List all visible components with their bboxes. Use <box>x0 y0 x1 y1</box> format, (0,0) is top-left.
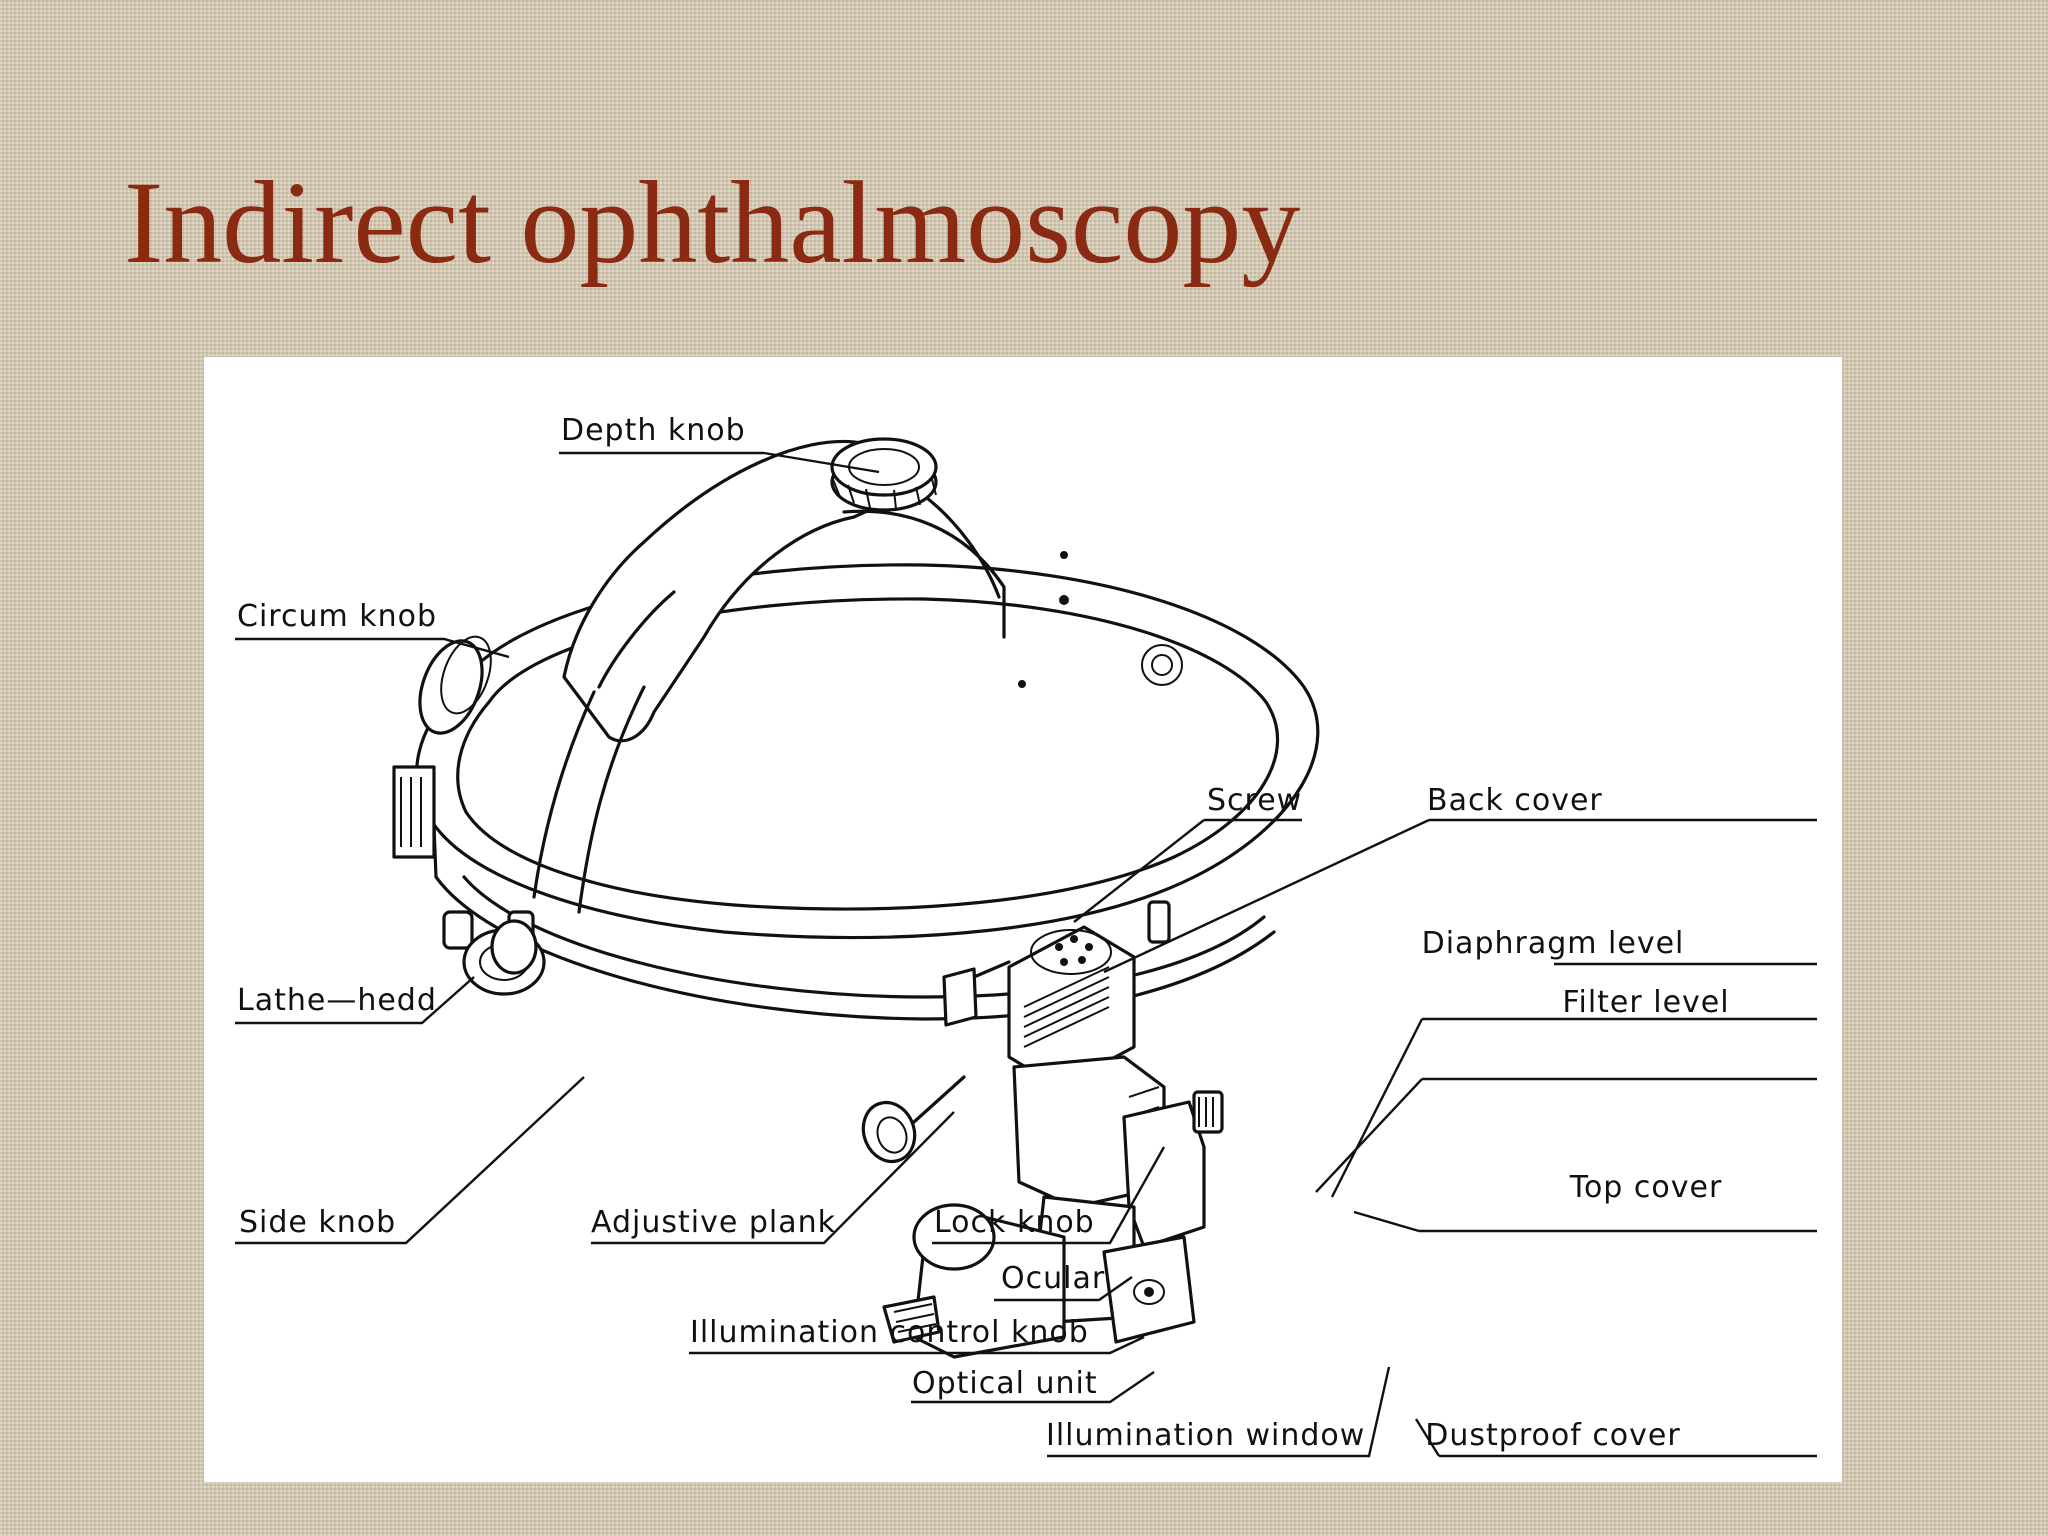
label-lathe-hedd: Lathe—hedd <box>237 983 437 1018</box>
label-filter-level: Filter level <box>1562 985 1729 1020</box>
slide-title: Indirect ophthalmoscopy <box>124 157 1301 288</box>
headset-drawing <box>392 437 1320 1359</box>
label-top-cover: Top cover <box>1569 1170 1723 1205</box>
label-screw: Screw <box>1207 783 1302 818</box>
label-illumination-control-knob: Illumination control knob <box>690 1315 1089 1350</box>
label-adjustive-plank: Adjustive plank <box>591 1205 836 1240</box>
label-back-cover: Back cover <box>1427 783 1603 818</box>
label-circum-knob: Circum knob <box>237 599 437 634</box>
diagram-panel: Depth knob Circum knob Lathe—hedd Side k… <box>204 357 1842 1482</box>
label-dustproof-cover: Dustproof cover <box>1425 1418 1680 1453</box>
label-ocular: Ocular <box>1001 1261 1105 1296</box>
headset-diagram: Depth knob Circum knob Lathe—hedd Side k… <box>235 413 1817 1458</box>
diagram-labels: Depth knob Circum knob Lathe—hedd Side k… <box>237 413 1729 1453</box>
label-side-knob: Side knob <box>239 1205 396 1240</box>
label-diaphragm-level: Diaphragm level <box>1422 926 1685 961</box>
label-illumination-window: Illumination window <box>1046 1418 1365 1453</box>
label-depth-knob: Depth knob <box>561 413 746 448</box>
leader-lines <box>235 451 1817 1458</box>
label-optical-unit: Optical unit <box>912 1366 1098 1401</box>
label-lock-knob: Lock knob <box>934 1205 1095 1240</box>
